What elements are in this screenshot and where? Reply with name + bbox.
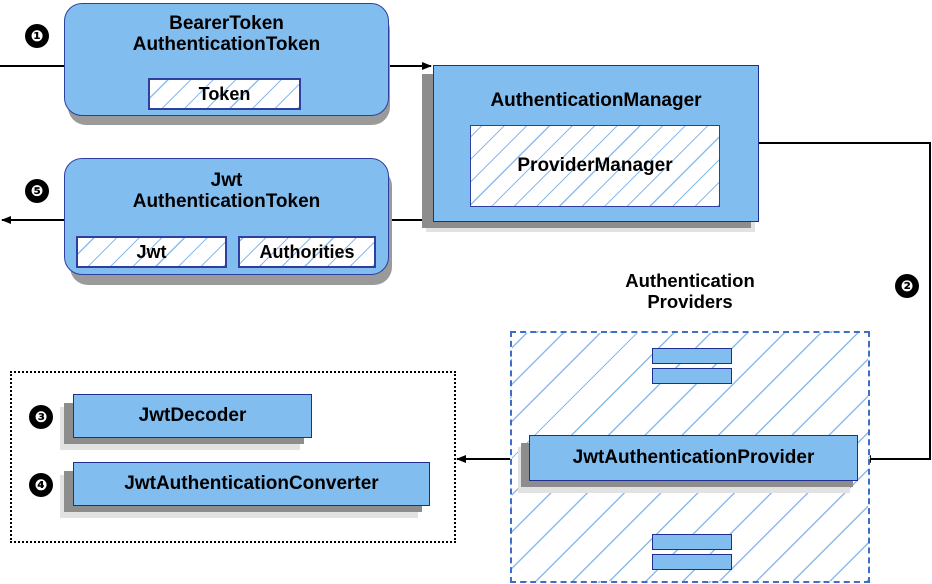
provider-stub-bottom-2: [652, 554, 732, 570]
provider-stub-top-2: [652, 368, 732, 384]
jwt-decoder-box[interactable]: [73, 394, 312, 438]
step-marker-1: ❶: [25, 24, 49, 48]
provider-manager-box[interactable]: [470, 125, 720, 207]
jwt-authentication-provider-box[interactable]: [529, 435, 858, 481]
authentication-providers-title: Authentication Providers: [625, 270, 755, 312]
step-marker-2: ❷: [895, 274, 919, 298]
bearer-token-inner-token-box[interactable]: [148, 78, 301, 110]
step-marker-4: ❹: [29, 473, 53, 497]
jwt-token-inner-authorities-box[interactable]: [238, 236, 376, 268]
jwt-token-inner-jwt-box[interactable]: [76, 236, 227, 268]
step-marker-5: ❺: [25, 179, 49, 203]
provider-stub-top-1: [652, 348, 732, 364]
step-marker-3: ❸: [29, 405, 53, 429]
jwt-authentication-converter-box[interactable]: [73, 462, 430, 506]
jwt-tools-region: [10, 371, 456, 543]
provider-stub-bottom-1: [652, 534, 732, 550]
